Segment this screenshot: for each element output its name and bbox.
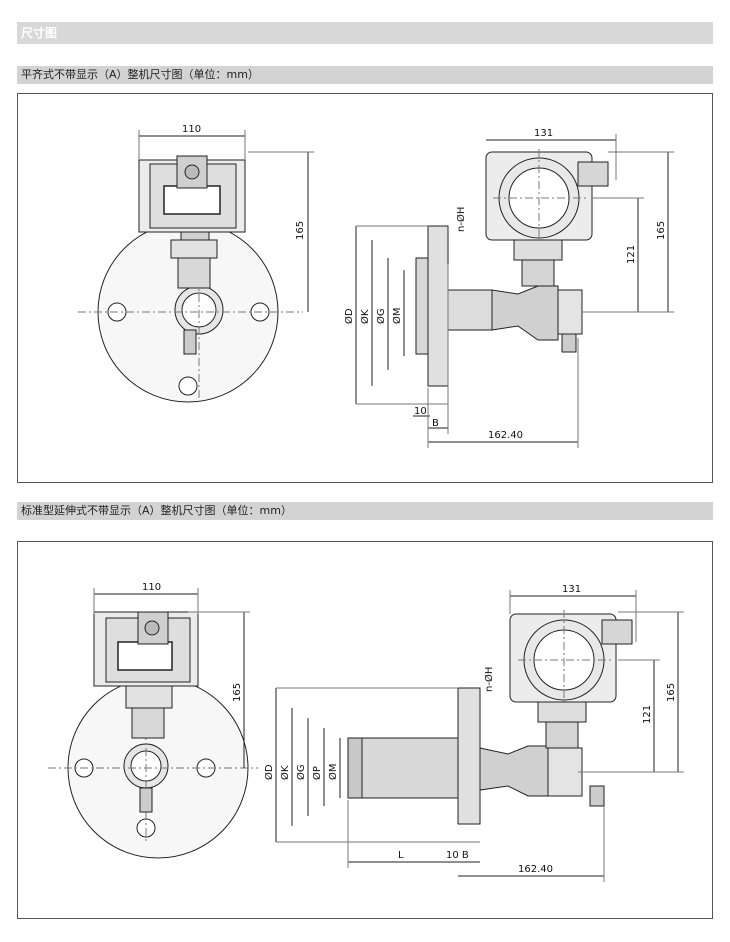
s2-dim-g: ØG — [295, 764, 307, 780]
s1-dim-165-right: 165 — [656, 221, 667, 240]
s1-dim-m: ØM — [391, 308, 403, 325]
s1-bolt-hole-bottom — [178, 376, 198, 396]
s1-dim-b: B — [432, 418, 439, 429]
section1-title-bar: 平齐式不带显示（A）整机尺寸图（单位：mm） — [17, 66, 713, 84]
s2-dim-165-right: 165 — [666, 683, 677, 702]
section2-drawing: 110 165 131 121 165 n-ØH ØD ØK ØG ØP ØM … — [48, 582, 684, 882]
s1-dim-k: ØK — [359, 309, 371, 324]
s2-dim-k: ØK — [279, 765, 291, 780]
s1-dim-nh: n-ØH — [455, 207, 467, 232]
s2-extension-tube — [347, 737, 459, 799]
s2-dim-131: 131 — [562, 584, 581, 595]
s1-dim-10: 10 — [414, 406, 427, 417]
page-title: 尺寸图 — [21, 26, 58, 40]
s2-dim-162: 162.40 — [518, 864, 553, 875]
s1-dim-162: 162.40 — [488, 430, 523, 441]
s1-dim-165-left: 165 — [295, 221, 306, 240]
s1-dim-110: 110 — [182, 124, 201, 135]
section1-title: 平齐式不带显示（A）整机尺寸图（单位：mm） — [21, 68, 259, 81]
s1-dim-131: 131 — [534, 128, 553, 139]
section1-drawing: 110 165 131 121 165 n-ØH ØD ØK ØG ØM 10 … — [78, 124, 674, 448]
s1-dim-121: 121 — [626, 245, 637, 264]
s1-dim-g: ØG — [375, 308, 387, 324]
section2-drawing-panel: 110 165 131 121 165 n-ØH ØD ØK ØG ØP ØM … — [17, 541, 713, 919]
s2-dim-m: ØM — [327, 764, 339, 781]
section1-drawing-panel: 110 165 131 121 165 n-ØH ØD ØK ØG ØM 10 … — [17, 93, 713, 483]
s1-dim-d: ØD — [343, 308, 355, 324]
header-bar: 尺寸图 — [17, 22, 713, 44]
s2-dim-d: ØD — [263, 764, 275, 780]
s2-side-flange — [457, 687, 481, 825]
s2-dim-121: 121 — [642, 705, 653, 724]
s2-dim-nh: n-ØH — [483, 667, 495, 692]
s1-side-flange — [427, 225, 449, 387]
section2-title-bar: 标准型延伸式不带显示（A）整机尺寸图（单位：mm） — [17, 502, 713, 520]
s2-dim-10b: 10 B — [446, 850, 469, 861]
s2-dim-p: ØP — [311, 766, 323, 780]
s2-dim-l: L — [398, 850, 404, 861]
s2-dim-110: 110 — [142, 582, 161, 593]
section2-title: 标准型延伸式不带显示（A）整机尺寸图（单位：mm） — [21, 504, 292, 517]
s2-dim-165-left: 165 — [232, 683, 243, 702]
